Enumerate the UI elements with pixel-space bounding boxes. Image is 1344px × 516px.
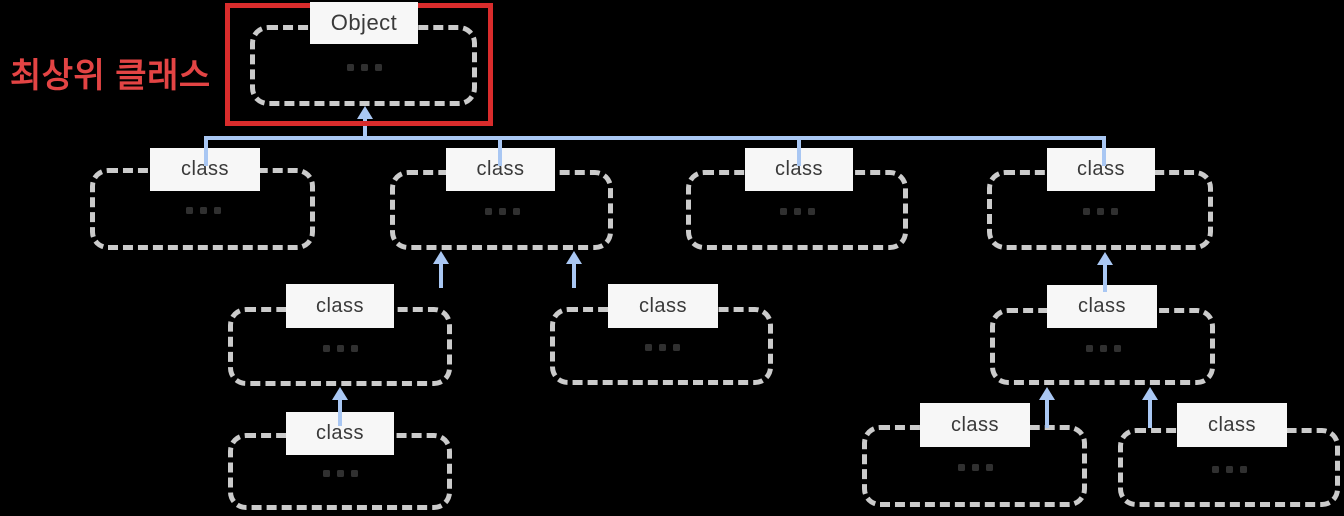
inheritance-arrow-head: [566, 251, 582, 264]
member-placeholder-dots: [1212, 465, 1247, 473]
node-label-class-2: class: [446, 148, 555, 191]
dot: [780, 208, 787, 215]
dot: [808, 208, 815, 215]
dot: [985, 464, 993, 471]
member-placeholder-dots: [1085, 344, 1121, 352]
dot: [360, 63, 368, 71]
dot: [1097, 208, 1104, 215]
member-placeholder-dots: [644, 344, 680, 351]
dot: [199, 207, 207, 214]
inheritance-arrow-shaft: [439, 261, 443, 288]
dot: [971, 464, 979, 471]
dot: [1226, 465, 1233, 473]
inheritance-arrow-shaft: [338, 397, 342, 426]
dot: [213, 207, 221, 214]
dot: [351, 469, 358, 477]
bus-stub: [498, 136, 502, 166]
inheritance-arrow-shaft: [1045, 397, 1049, 428]
dot: [1099, 344, 1107, 352]
inheritance-arrow-shaft: [572, 261, 576, 288]
node-label-class-9: class: [920, 403, 1030, 447]
dot: [1083, 208, 1090, 215]
inheritance-arrow-head: [1097, 252, 1113, 265]
inheritance-arrow-shaft: [1103, 262, 1107, 292]
node-label-class-5: class: [286, 284, 394, 328]
dot: [1212, 465, 1219, 473]
dot: [337, 344, 344, 352]
member-placeholder-dots: [346, 63, 382, 71]
dot: [337, 469, 344, 477]
dot: [1113, 344, 1121, 352]
member-placeholder-dots: [484, 208, 520, 215]
inheritance-arrow-shaft: [363, 116, 367, 140]
inheritance-arrow-shaft: [1148, 397, 1152, 428]
bus-stub: [797, 136, 801, 166]
dot: [1085, 344, 1093, 352]
inheritance-arrow-head: [1142, 387, 1158, 400]
dot: [498, 208, 506, 215]
member-placeholder-dots: [957, 464, 993, 471]
node-label-class-6: class: [608, 284, 718, 328]
dot: [185, 207, 193, 214]
member-placeholder-dots: [185, 207, 221, 214]
dot: [644, 344, 652, 351]
node-label-class-10: class: [1177, 403, 1287, 447]
node-label-class-4: class: [1047, 148, 1155, 191]
top-class-annotation: 최상위 클래스: [10, 57, 211, 95]
inheritance-arrow-head: [1039, 387, 1055, 400]
member-placeholder-dots: [1083, 208, 1118, 215]
node-label-class-7: class: [1047, 285, 1157, 328]
inheritance-arrow-head: [332, 387, 348, 400]
dot: [374, 63, 382, 71]
member-placeholder-dots: [323, 469, 358, 477]
member-placeholder-dots: [780, 208, 815, 215]
dot: [1111, 208, 1118, 215]
dot: [1240, 465, 1247, 473]
dot: [512, 208, 520, 215]
dot: [351, 344, 358, 352]
dot: [346, 63, 354, 71]
dot: [323, 344, 330, 352]
dot: [672, 344, 680, 351]
inheritance-arrow-head: [433, 251, 449, 264]
dot: [658, 344, 666, 351]
node-label-object: Object: [310, 2, 418, 44]
bus-stub: [1102, 136, 1106, 166]
member-placeholder-dots: [323, 344, 358, 352]
dot: [323, 469, 330, 477]
inheritance-bus-line: [204, 136, 1106, 140]
dot: [794, 208, 801, 215]
bus-stub: [204, 136, 208, 166]
dot: [957, 464, 965, 471]
inheritance-arrow-head: [357, 106, 373, 119]
dot: [484, 208, 492, 215]
